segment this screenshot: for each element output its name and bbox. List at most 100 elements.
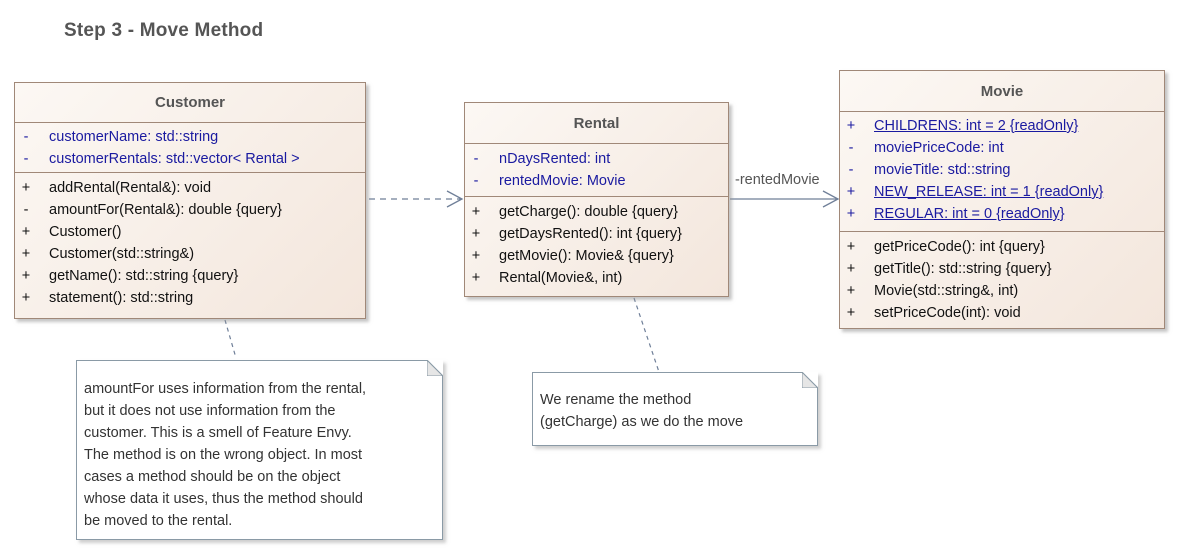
note-amount-for[interactable]: amountFor uses information from the rent…	[76, 360, 443, 540]
note-anchor-amount-for	[224, 319, 237, 359]
note-line: We rename the method	[540, 392, 692, 408]
operation-text: getPriceCode(): int {query}	[874, 239, 1045, 255]
visibility-marker: -	[848, 140, 854, 156]
operation-row[interactable]: + getDaysRented(): int {query}	[465, 223, 728, 245]
attribute-row[interactable]: - moviePriceCode: int	[840, 137, 1164, 159]
operation-row[interactable]: + Customer()	[15, 221, 365, 243]
visibility-marker: +	[846, 184, 856, 200]
note-body: We rename the method (getCharge) as we d…	[540, 389, 743, 433]
operation-text: getCharge(): double {query}	[499, 204, 678, 220]
visibility-marker: +	[471, 204, 481, 220]
attribute-row[interactable]: - rentedMovie: Movie	[465, 170, 728, 192]
attribute-text: moviePriceCode: int	[874, 140, 1004, 156]
note-line: whose data it uses, thus the method shou…	[84, 491, 363, 507]
operation-text: Movie(std::string&, int)	[874, 283, 1019, 299]
class-name: Rental	[465, 103, 728, 144]
attributes-compartment: + CHILDRENS: int = 2 {readOnly} - movieP…	[840, 112, 1164, 232]
attributes-compartment: - customerName: std::string - customerRe…	[15, 123, 365, 173]
visibility-marker: -	[23, 129, 29, 145]
note-fold-icon	[427, 360, 443, 376]
note-anchor-rename	[633, 297, 660, 373]
visibility-marker: +	[471, 270, 481, 286]
visibility-marker: -	[23, 202, 29, 218]
visibility-marker: -	[473, 151, 479, 167]
operation-text: addRental(Rental&): void	[49, 180, 212, 196]
visibility-marker: +	[21, 268, 31, 284]
attribute-text: REGULAR: int = 0 {readOnly}	[874, 206, 1065, 222]
note-line: but it does not use information from the	[84, 403, 336, 419]
operation-row[interactable]: + Customer(std::string&)	[15, 243, 365, 265]
operation-row[interactable]: + Rental(Movie&, int)	[465, 267, 728, 289]
attribute-row[interactable]: - nDaysRented: int	[465, 148, 728, 170]
attribute-row-static[interactable]: + NEW_RELEASE: int = 1 {readOnly}	[840, 181, 1164, 203]
note-body: amountFor uses information from the rent…	[84, 378, 366, 532]
visibility-marker: -	[473, 173, 479, 189]
diagram-title: Step 3 - Move Method	[64, 20, 264, 41]
operation-text: Customer()	[49, 224, 122, 240]
visibility-marker: +	[21, 290, 31, 306]
visibility-marker: +	[846, 118, 856, 134]
visibility-marker: +	[846, 239, 856, 255]
note-line: cases a method should be on the object	[84, 469, 341, 485]
attribute-row[interactable]: - customerName: std::string	[15, 126, 365, 148]
note-line: be moved to the rental.	[84, 513, 233, 529]
operation-row[interactable]: + getTitle(): std::string {query}	[840, 258, 1164, 280]
operation-row[interactable]: - amountFor(Rental&): double {query}	[15, 199, 365, 221]
association-label-rented-movie: -rentedMovie	[735, 172, 820, 188]
class-rental[interactable]: Rental - nDaysRented: int - rentedMovie:…	[464, 102, 729, 297]
note-line: (getCharge) as we do the move	[540, 414, 744, 430]
operation-row[interactable]: + addRental(Rental&): void	[15, 177, 365, 199]
operation-row[interactable]: + getPriceCode(): int {query}	[840, 236, 1164, 258]
operations-compartment: + getCharge(): double {query} + getDaysR…	[465, 197, 728, 289]
operation-row[interactable]: + getMovie(): Movie& {query}	[465, 245, 728, 267]
class-movie[interactable]: Movie + CHILDRENS: int = 2 {readOnly} - …	[839, 70, 1165, 329]
operation-text: getTitle(): std::string {query}	[874, 261, 1052, 277]
attribute-row[interactable]: - movieTitle: std::string	[840, 159, 1164, 181]
visibility-marker: -	[848, 162, 854, 178]
operation-text: amountFor(Rental&): double {query}	[49, 202, 282, 218]
visibility-marker: +	[471, 248, 481, 264]
attribute-text: NEW_RELEASE: int = 1 {readOnly}	[874, 184, 1104, 200]
attribute-text: customerRentals: std::vector< Rental >	[49, 151, 300, 167]
visibility-marker: +	[846, 305, 856, 321]
attribute-text: customerName: std::string	[49, 129, 219, 145]
note-line: amountFor uses information from the rent…	[84, 381, 367, 397]
visibility-marker: +	[846, 206, 856, 222]
operations-compartment: + addRental(Rental&): void - amountFor(R…	[15, 173, 365, 309]
note-rename-method[interactable]: We rename the method (getCharge) as we d…	[532, 372, 818, 446]
visibility-marker: +	[846, 283, 856, 299]
operation-text: getMovie(): Movie& {query}	[499, 248, 674, 264]
attribute-text: rentedMovie: Movie	[499, 173, 626, 189]
operation-row[interactable]: + getName(): std::string {query}	[15, 265, 365, 287]
class-name: Customer	[15, 83, 365, 123]
operation-text: setPriceCode(int): void	[874, 305, 1021, 321]
attributes-compartment: - nDaysRented: int - rentedMovie: Movie	[465, 144, 728, 197]
note-line: The method is on the wrong object. In mo…	[84, 447, 363, 463]
visibility-marker: +	[21, 246, 31, 262]
visibility-marker: +	[21, 180, 31, 196]
operation-text: Customer(std::string&)	[49, 246, 195, 262]
operation-row[interactable]: + Movie(std::string&, int)	[840, 280, 1164, 302]
attribute-row[interactable]: - customerRentals: std::vector< Rental >	[15, 148, 365, 170]
operation-row[interactable]: + statement(): std::string	[15, 287, 365, 309]
visibility-marker: +	[471, 226, 481, 242]
attribute-text: movieTitle: std::string	[874, 162, 1011, 178]
attribute-text: CHILDRENS: int = 2 {readOnly}	[874, 118, 1079, 134]
visibility-marker: -	[23, 151, 29, 167]
operation-text: getName(): std::string {query}	[49, 268, 239, 284]
operation-row[interactable]: + setPriceCode(int): void	[840, 302, 1164, 324]
dependency-arrowhead	[446, 190, 464, 208]
attribute-text: nDaysRented: int	[499, 151, 611, 167]
operation-text: getDaysRented(): int {query}	[499, 226, 682, 242]
operation-row[interactable]: + getCharge(): double {query}	[465, 201, 728, 223]
attribute-row-static[interactable]: + REGULAR: int = 0 {readOnly}	[840, 203, 1164, 225]
attribute-row-static[interactable]: + CHILDRENS: int = 2 {readOnly}	[840, 115, 1164, 137]
note-fold-icon	[802, 372, 818, 388]
note-line: customer. This is a smell of Feature Env…	[84, 425, 352, 441]
class-name: Movie	[840, 71, 1164, 112]
visibility-marker: +	[846, 261, 856, 277]
visibility-marker: +	[21, 224, 31, 240]
class-customer[interactable]: Customer - customerName: std::string - c…	[14, 82, 366, 319]
association-arrowhead	[822, 190, 840, 208]
